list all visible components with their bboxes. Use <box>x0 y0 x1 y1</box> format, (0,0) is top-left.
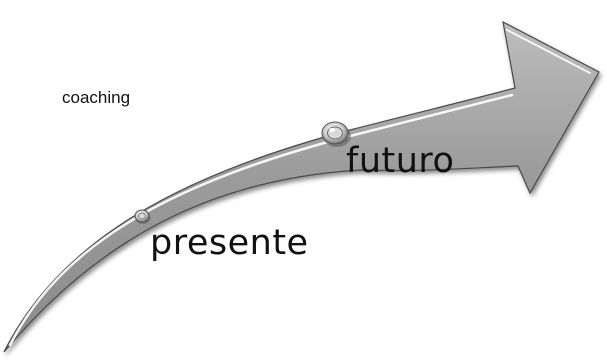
future-label: futuro <box>346 144 454 179</box>
diagram-title: coaching <box>62 89 130 106</box>
arrow-shape <box>4 22 599 352</box>
present-label: presente <box>150 226 309 261</box>
